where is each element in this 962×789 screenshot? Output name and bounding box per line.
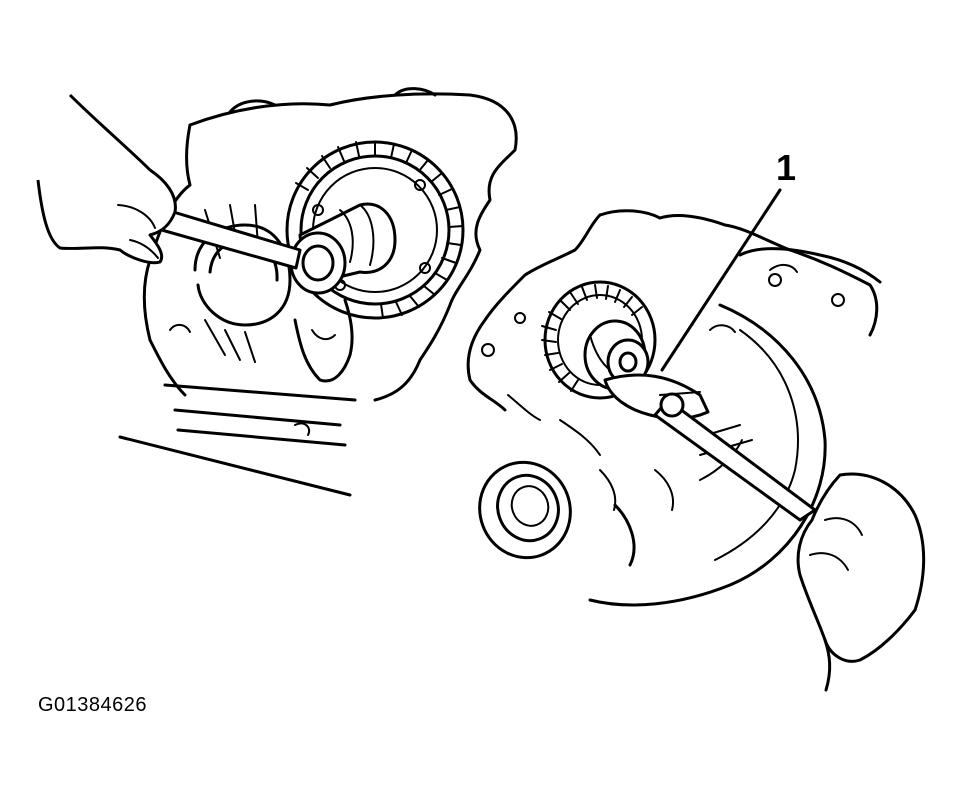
right-hand	[796, 472, 926, 692]
left-shaft-bearing	[289, 202, 397, 295]
right-drive-gear	[541, 280, 657, 400]
callout-leader-line	[660, 188, 782, 372]
figure-code: G01384626	[38, 694, 148, 716]
right-wrench	[603, 373, 817, 522]
left-hand	[36, 93, 177, 265]
right-housing	[466, 209, 882, 607]
callout-label: 1	[776, 147, 797, 188]
right-seal-ring	[478, 460, 572, 560]
